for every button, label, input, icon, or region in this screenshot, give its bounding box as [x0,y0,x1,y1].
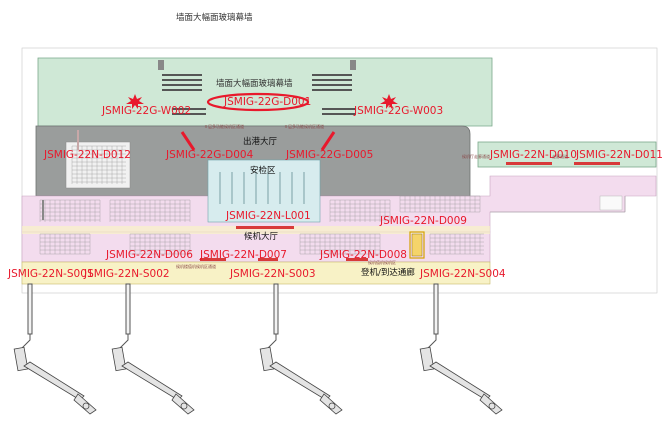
ad-code-s002: JSMIG-22N-S002 [84,268,170,280]
escalator-mid-left [172,108,206,115]
ad-marker-d004 [180,131,196,151]
ad-marker-d008 [258,258,278,261]
yellow-zone [21,261,491,285]
page-title: 墙面大幅面玻璃幕墙 [176,13,253,23]
tiny-label-right-entry: Ｘ层多功能候机区通道 [284,124,324,129]
zone-departure-hall: 出港大厅 [243,137,278,147]
security-lanes [219,172,305,204]
ad-code-s001: JSMIG-22N-S001 [8,268,94,280]
ad-code-d007: JSMIG-22N-D007 [200,249,287,261]
zone-waiting-hall: 候机大厅 [244,232,279,242]
ad-code-d001: JSMIG-22G-D001 [224,96,312,108]
zone-security-area: 安检区 [250,166,276,176]
aircraft-icon-4 [419,346,503,415]
ad-code-d006: JSMIG-22N-D006 [106,249,193,261]
ad-marker-l001 [236,226,294,229]
zone-boarding-bridge: 登机/到达通廊 [361,268,415,278]
ad-code-d008: JSMIG-22N-D008 [320,249,407,261]
ad-marker-d007 [200,258,226,261]
highlight-ellipse [206,92,310,112]
tiny-label-bottom-2: 候机值机候机区 [368,260,396,265]
ad-code-d004: JSMIG-22G-D004 [166,149,254,161]
ad-code-d009: JSMIG-22N-D009 [380,215,467,227]
jet-bridge-corridors [27,283,439,335]
aircraft-icon-2 [111,346,195,415]
ad-marker-d009 [409,231,425,259]
aircraft-icon-1 [13,346,97,415]
escalator-top-right [312,74,352,91]
ad-code-s004: JSMIG-22N-S004 [420,268,506,280]
star-burst-icon [126,94,144,109]
ad-code-l001: JSMIG-22N-L001 [226,210,311,222]
security-area [207,159,321,223]
seating-blocks [39,145,484,255]
ad-code-d005: JSMIG-22G-D005 [286,149,374,161]
escalator-top-left [162,74,202,91]
tiny-label-right-wing-2: 走廊通道 [552,154,568,159]
green-zone [37,57,493,127]
ad-marker-d006 [346,258,368,261]
ad-marker-d005 [320,131,336,151]
tiny-label-right-wing: 候机厅走廊通道 [462,154,490,159]
tiny-label-bottom-1: 候机楼值机候机区通道 [176,264,216,269]
ad-code-d010: JSMIG-22N-D010 [490,149,577,161]
escalator-mid-right [322,108,356,115]
glass-wall-label: 墙面大幅面玻璃幕墙 [216,79,293,89]
ad-code-d012: JSMIG-22N-D012 [44,149,131,161]
aircraft-icon-3 [259,346,343,415]
ad-marker-d011 [574,162,620,165]
ad-code-w002: JSMIG-22G-W002 [102,105,192,117]
ad-marker-d010 [506,162,552,165]
star-burst-icon [380,94,398,109]
ad-code-w003: JSMIG-22G-W003 [354,105,444,117]
ad-code-s003: JSMIG-22N-S003 [230,268,316,280]
ad-code-d011: JSMIG-22N-D011 [576,149,663,161]
tiny-label-left-entry: Ｘ层多功能候机区通道 [204,124,244,129]
